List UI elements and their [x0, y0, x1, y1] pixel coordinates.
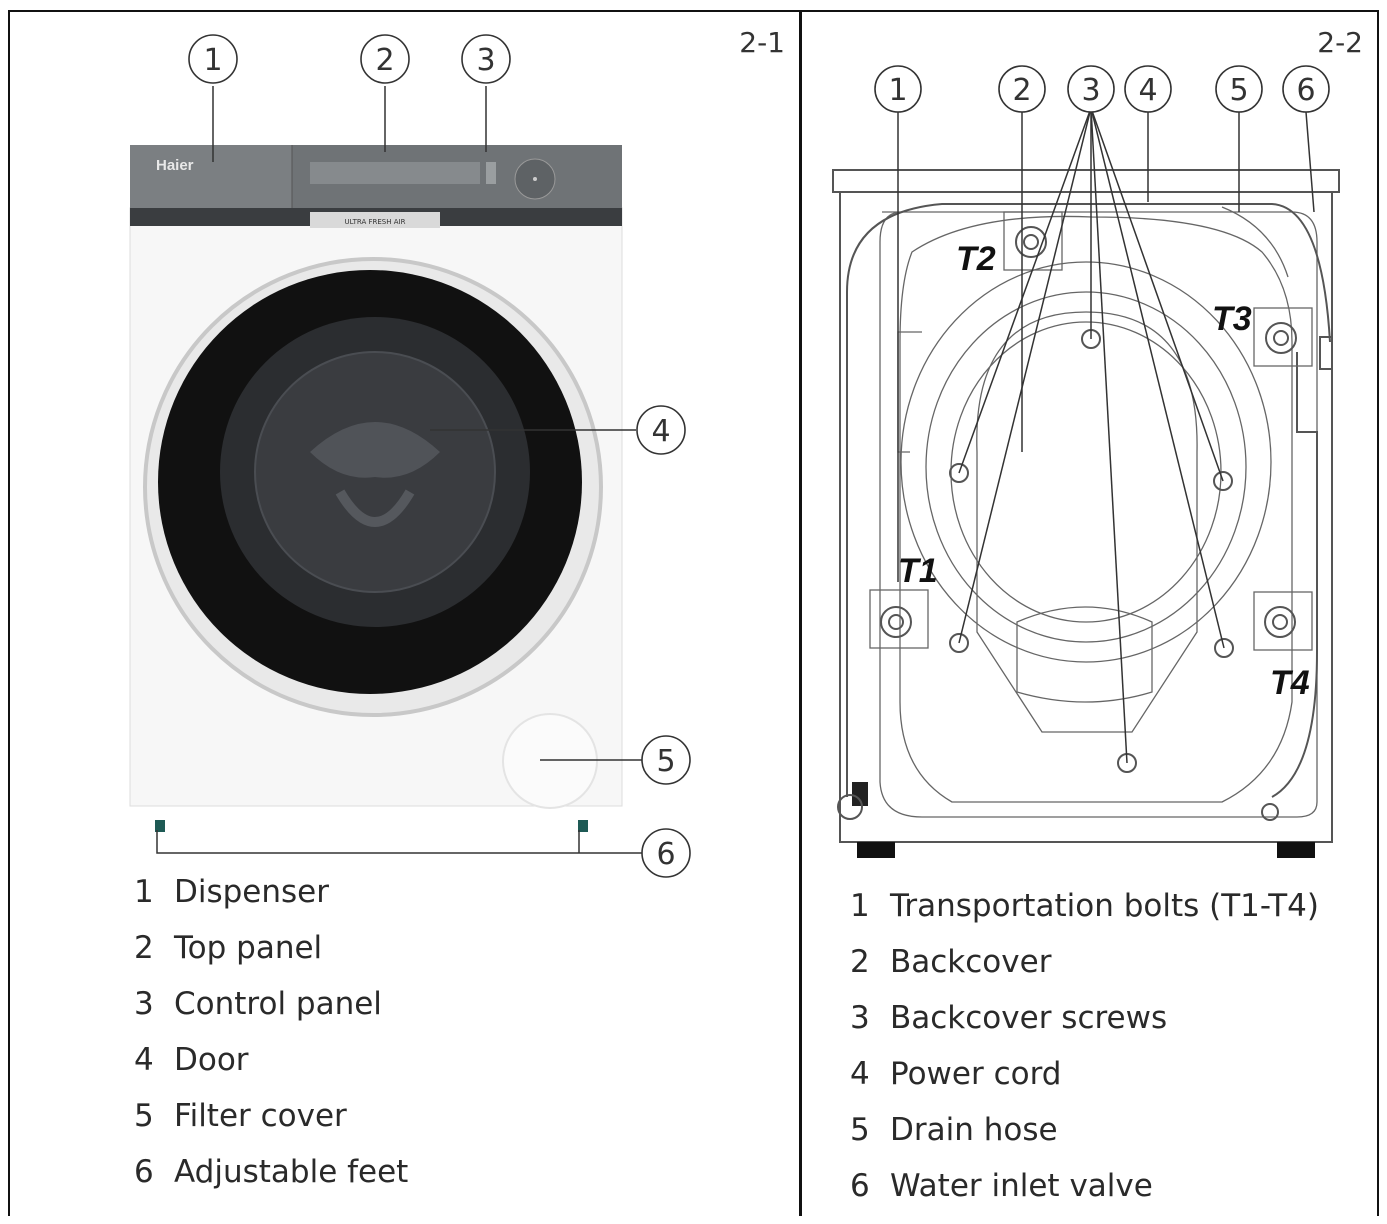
filter-cover: [502, 713, 598, 809]
svg-text:1: 1: [888, 73, 907, 108]
rear-cabinet: [839, 191, 1333, 843]
rear-view-line-drawing: T2 T3 T1 T4: [832, 65, 1340, 858]
callout-2: 2: [998, 65, 1046, 113]
backcover: [900, 261, 1272, 663]
svg-text:5: 5: [1229, 73, 1248, 108]
figure-front-view: 2-1 Haier ULTRA FRESH AIR: [8, 10, 801, 1216]
brand-logo: Haier: [156, 157, 194, 174]
svg-text:T2: T2: [956, 240, 996, 278]
callout-3: 3: [461, 34, 511, 84]
callout-5: 5: [641, 735, 691, 785]
screw: [1213, 471, 1233, 491]
top-lid: [832, 169, 1340, 193]
bolt-t1: T1: [869, 552, 938, 649]
callout-1: 1: [188, 34, 238, 84]
svg-text:2: 2: [1012, 73, 1031, 108]
svg-text:2: 2: [375, 43, 394, 78]
ultra-fresh-air-label: ULTRA FRESH AIR: [345, 218, 406, 226]
foot-left: [155, 820, 165, 832]
svg-text:6: 6: [656, 837, 675, 872]
svg-text:1: 1: [203, 43, 222, 78]
svg-text:T3: T3: [1212, 300, 1252, 338]
svg-text:4: 4: [651, 414, 670, 449]
bolt-t2: T2: [956, 211, 1063, 278]
figure-number: 2-2: [1317, 26, 1363, 59]
svg-text:5: 5: [656, 744, 675, 779]
bolt-t3: T3: [1212, 300, 1313, 367]
power-cord-drawing: [846, 203, 1331, 797]
drain-hose-drawing: [1271, 352, 1318, 798]
bolt-t4: T4: [1253, 591, 1313, 702]
svg-text:3: 3: [476, 43, 495, 78]
svg-text:T4: T4: [1270, 664, 1310, 702]
screw: [949, 633, 969, 653]
svg-text:3: 3: [1081, 73, 1100, 108]
callout-6: 6: [641, 828, 691, 878]
callout-1: 1: [874, 65, 922, 113]
figure-rear-view: 2-2 T2 T3: [800, 10, 1379, 1216]
svg-text:T1: T1: [898, 552, 938, 590]
front-view-illustration: Haier ULTRA FRESH AIR 1 2 3 4 5 6: [129, 34, 691, 878]
screw: [949, 463, 969, 483]
display: [310, 162, 480, 184]
callout-2: 2: [360, 34, 410, 84]
callout-4: 4: [1124, 65, 1172, 113]
callout-3: 3: [1067, 65, 1115, 113]
callout-5: 5: [1215, 65, 1263, 113]
svg-text:4: 4: [1138, 73, 1157, 108]
svg-text:6: 6: [1296, 73, 1315, 108]
foot-right: [578, 820, 588, 832]
callout-6: 6: [1282, 65, 1330, 113]
dispenser-drawer: [130, 145, 292, 208]
figure-number: 2-1: [739, 26, 785, 59]
callout-4: 4: [636, 405, 686, 455]
screw: [1214, 638, 1234, 658]
